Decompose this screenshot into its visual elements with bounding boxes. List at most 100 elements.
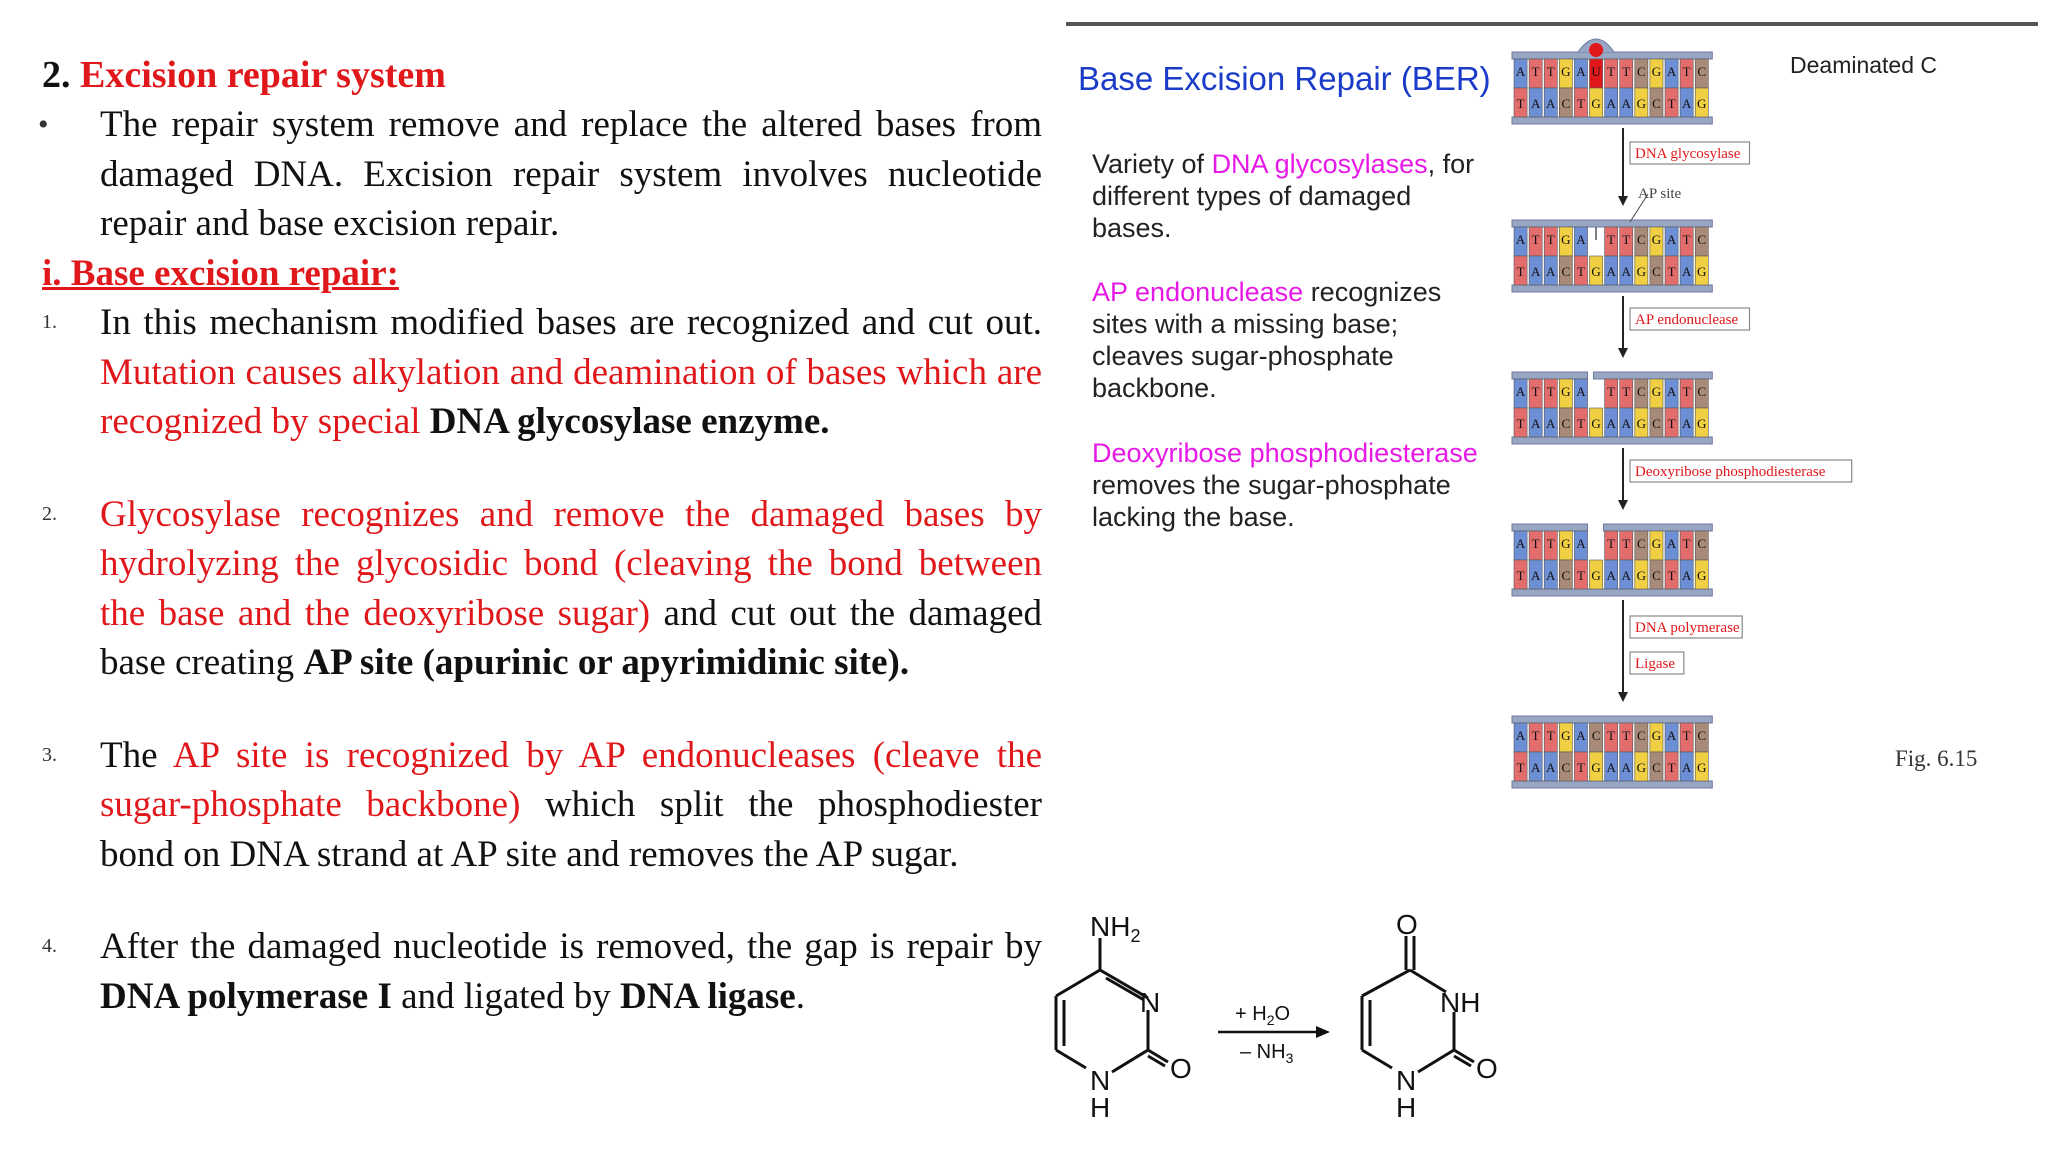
dna-row-damaged-bottom-base — [1679, 87, 1694, 118]
bullet-mark: • — [38, 108, 49, 141]
dna-row-gapped-top-base-label: T — [1683, 536, 1691, 551]
dna-row-gapped-top-base-label: G — [1561, 536, 1570, 551]
dna-row-damaged-top-base-label: T — [1607, 64, 1615, 79]
dna-row-nicked-bottom-base-label: C — [1562, 416, 1571, 431]
dna-row-damaged-bottom-base-label: A — [1531, 96, 1541, 111]
list-item-3: 3. The AP site is recognized by AP endon… — [42, 731, 1042, 880]
dna-row-gapped-top-base-label: T — [1622, 536, 1630, 551]
dna-row-damaged-top-base-label: A — [1516, 64, 1526, 79]
dna-row-ap-site-top-base-label: T — [1607, 232, 1615, 247]
dna-row-nicked-bottom-base-label: G — [1697, 416, 1706, 431]
enzyme-box-2 — [1629, 459, 1853, 483]
step-arrow-head-icon-2 — [1618, 500, 1628, 510]
desc-glycosylase: Variety of DNA glycosylases, for differe… — [1092, 148, 1492, 244]
dna-row-nicked-bottom-base-label: G — [1637, 416, 1646, 431]
dna-row-gapped-bottom-base — [1694, 559, 1709, 590]
minus-ammonia: – NH3 — [1240, 1041, 1294, 1066]
bullet-text: The repair system remove and replace the… — [100, 104, 1042, 244]
item4-text-a: After the damaged nucleotide is removed,… — [100, 926, 1042, 967]
dna-row-repaired-bottom-base — [1543, 751, 1558, 782]
desc2-b: recognizes sites with a missing base; cl… — [1092, 277, 1442, 403]
enzyme-label-3: DNA polymerase — [1635, 620, 1740, 636]
list-mark-3: 3. — [42, 743, 57, 766]
dna-row-nicked-bottom-base — [1528, 407, 1543, 438]
enzyme-box-4 — [1629, 651, 1685, 675]
dna-row-gapped-top-base-label: C — [1637, 536, 1646, 551]
dna-row-damaged-bottom-base — [1619, 87, 1634, 118]
dna-row-gapped-bottom-base — [1679, 559, 1694, 590]
dna-row-nicked-bottom-base — [1574, 407, 1588, 438]
dna-row-nicked-top-base-label: A — [1576, 384, 1586, 399]
h-label-1: H — [1090, 1092, 1110, 1123]
dna-row-repaired-bottom-base-label: G — [1637, 760, 1646, 775]
figure-number: Fig. 6.15 — [1895, 746, 1978, 771]
dna-row-gapped-bottom-backbone — [1511, 588, 1713, 597]
dna-row-repaired-bottom-base-label: A — [1546, 760, 1556, 775]
dna-row-nicked-bottom-base-label: A — [1546, 416, 1556, 431]
dna-row-damaged-top-base-label: G — [1561, 64, 1570, 79]
dna-row-ap-site-bottom-base-label: T — [1577, 264, 1585, 279]
h-label-2: H — [1396, 1092, 1416, 1123]
dna-row-gapped-bottom-base — [1649, 559, 1664, 590]
dna-row-nicked-bottom-base — [1558, 407, 1573, 438]
dna-row-nicked-bottom-base-label: C — [1652, 416, 1661, 431]
dna-row-repaired-top-base-label: T — [1683, 728, 1691, 743]
enzyme-label-2: Deoxyribose phosphodiesterase — [1635, 464, 1826, 480]
desc1-c: , for different types of damaged bases. — [1092, 149, 1475, 243]
item4-text-b: DNA polymerase I — [100, 975, 392, 1017]
dna-row-ap-site-bottom-base-label: T — [1668, 264, 1676, 279]
list-item-2: 2. Glycosylase recognizes and remove the… — [42, 490, 1042, 688]
dna-row-nicked-bottom-base-label: T — [1668, 416, 1676, 431]
dna-row-ap-site-top-base-label: A — [1576, 232, 1586, 247]
dna-row-repaired-bottom-base — [1528, 751, 1543, 782]
dna-row-repaired-top-backbone — [1511, 715, 1713, 724]
dna-row-gapped-bottom-base-label: A — [1682, 568, 1692, 583]
dna-row-repaired-bottom-base — [1574, 751, 1588, 782]
dna-row-nicked-bottom-backbone — [1511, 436, 1713, 445]
dna-row-gapped-bottom-base-label: G — [1697, 568, 1706, 583]
dna-row-repaired-top-base-label: C — [1637, 728, 1646, 743]
desc2-a: AP endonuclease — [1092, 277, 1304, 307]
dna-row-nicked-top-base-label: C — [1697, 384, 1706, 399]
dna-row-ap-site-bottom-base — [1574, 255, 1588, 286]
list-mark-1: 1. — [42, 311, 57, 333]
heading-number: 2. — [42, 54, 80, 96]
dna-row-damaged-top-base-label: T — [1532, 64, 1540, 79]
nh2-label: NH2 — [1090, 911, 1140, 946]
dna-row-repaired-top-base-label: G — [1652, 728, 1661, 743]
dna-row-nicked-bottom-base-label: A — [1682, 416, 1692, 431]
dna-row-ap-site-top-base-label: T — [1532, 232, 1540, 247]
dna-row-gapped-top-base-label: G — [1652, 536, 1661, 551]
dna-row-ap-site-bottom-base-label: G — [1697, 264, 1706, 279]
dna-row-repaired-bottom-base-label: T — [1577, 760, 1585, 775]
dna-row-gapped-bottom-base-label: T — [1517, 568, 1525, 583]
dna-row-ap-site-top-base-label: C — [1637, 232, 1646, 247]
dna-row-ap-site-bottom-base-label: G — [1637, 264, 1646, 279]
dna-row-gapped-bottom-base — [1589, 559, 1603, 590]
item3-text-a: The — [100, 734, 173, 776]
dna-row-damaged-bottom-base — [1543, 87, 1558, 118]
dna-row-gapped-bottom-base-label: A — [1546, 568, 1556, 583]
enzyme-label-4: Ligase — [1635, 656, 1675, 672]
dna-row-nicked-bottom-base — [1513, 407, 1528, 438]
item2-text-a: Glycosylase recognizes and remove the da… — [100, 493, 1042, 634]
dna-row-ap-site-bottom-base — [1664, 255, 1679, 286]
ring-n-label-1: N — [1140, 987, 1160, 1018]
left-text-column: 2. Excision repair system • The repair s… — [38, 50, 1042, 1021]
dna-row-gapped-top-base-label: A — [1667, 536, 1677, 551]
dna-row-repaired-bottom-base — [1634, 751, 1649, 782]
dna-row-nicked-top-base-label: C — [1637, 384, 1646, 399]
item1-text-a: In this mechanism modified bases are rec… — [100, 302, 1042, 343]
nh-label: NH — [1440, 987, 1480, 1018]
dna-row-ap-site-bottom-base-label: G — [1591, 264, 1600, 279]
dna-row-ap-site-bottom-base-label: A — [1531, 264, 1541, 279]
step-arrow-head-icon-3 — [1618, 692, 1628, 702]
dna-row-damaged-bottom-base — [1528, 87, 1543, 118]
dna-row-gapped-bottom-base-label: C — [1562, 568, 1571, 583]
dna-row-damaged-bottom-base-label: A — [1606, 96, 1616, 111]
dna-row-gapped-bottom-base — [1528, 559, 1543, 590]
dna-row-repaired-top-base-label: T — [1607, 728, 1615, 743]
dna-row-repaired-bottom-base — [1619, 751, 1634, 782]
dna-row-damaged-top-base-label: A — [1667, 64, 1677, 79]
dna-row-damaged-bottom-base-label: A — [1682, 96, 1692, 111]
